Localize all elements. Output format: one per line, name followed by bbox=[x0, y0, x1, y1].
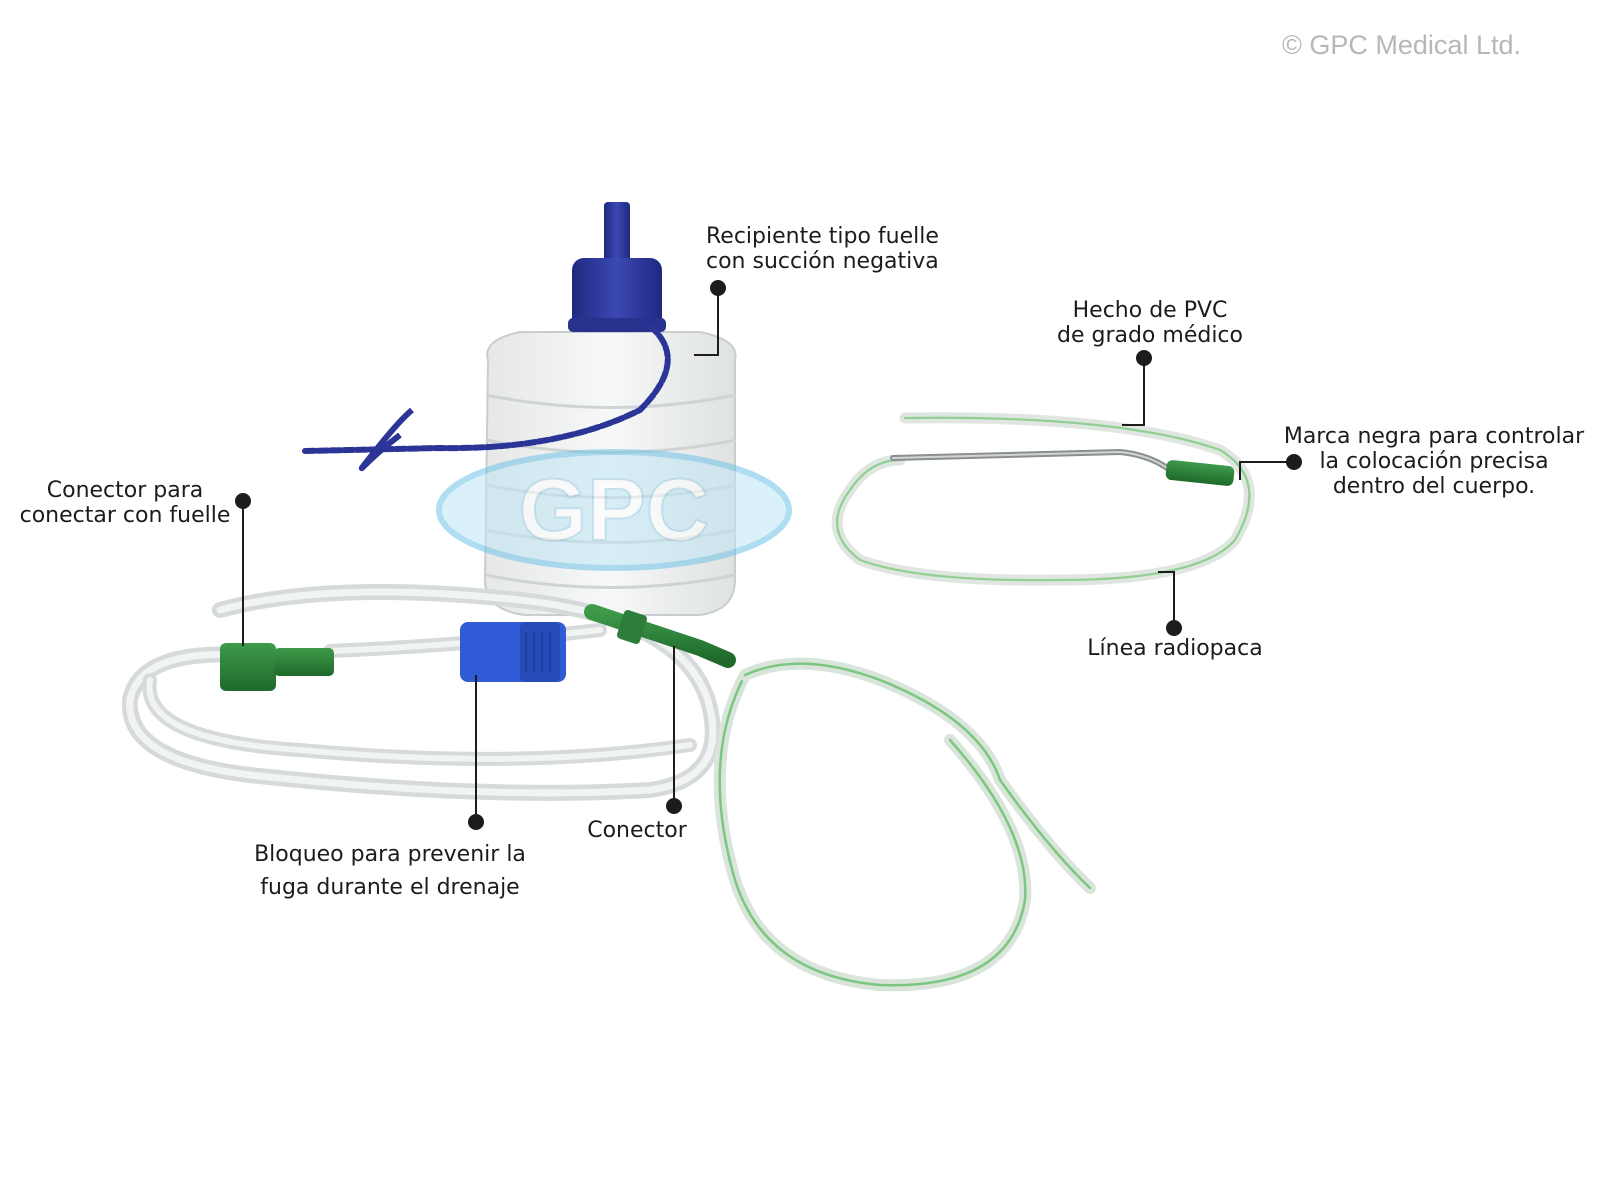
label-black-mark: Marca negra para controlar la colocación… bbox=[1270, 424, 1598, 499]
label-lock-line2: fuga durante el drenaje bbox=[260, 875, 520, 900]
dot-container bbox=[710, 280, 726, 296]
bellows-connector bbox=[220, 643, 334, 691]
label-radiopaque-line1: Línea radiopaca bbox=[1087, 636, 1263, 661]
label-bellows-connector-line2: conectar con fuelle bbox=[19, 503, 231, 528]
dot-bellows-connector bbox=[235, 493, 251, 509]
label-connector: Conector bbox=[582, 818, 692, 843]
trocar-catheter bbox=[831, 412, 1255, 586]
label-container-line2: con succión negativa bbox=[706, 249, 939, 274]
label-lock-line1: Bloqueo para prevenir la bbox=[254, 842, 526, 867]
label-pvc: Hecho de PVC de grado médico bbox=[1040, 298, 1260, 348]
label-connector-line1: Conector bbox=[587, 818, 687, 843]
label-black-mark-line3: dentro del cuerpo. bbox=[1332, 474, 1536, 499]
dot-lock bbox=[468, 814, 484, 830]
blue-clamp bbox=[460, 622, 566, 682]
drainage-catheter bbox=[713, 657, 1096, 992]
container-cap bbox=[568, 202, 666, 332]
dot-pvc bbox=[1136, 350, 1152, 366]
leader-dots bbox=[235, 280, 1302, 830]
green-connector bbox=[584, 604, 736, 668]
label-lock: Bloqueo para prevenir la fuga durante el… bbox=[240, 838, 540, 904]
label-black-mark-line1: Marca negra para controlar bbox=[1283, 424, 1585, 449]
label-radiopaque: Línea radiopaca bbox=[1070, 636, 1280, 661]
gpc-watermark: GPC bbox=[436, 449, 792, 571]
dot-black-mark bbox=[1286, 454, 1302, 470]
label-container: Recipiente tipo fuelle con succión negat… bbox=[706, 224, 939, 274]
dot-connector bbox=[666, 798, 682, 814]
dot-radiopaque bbox=[1166, 620, 1182, 636]
label-container-line1: Recipiente tipo fuelle bbox=[706, 224, 939, 249]
label-bellows-connector-line1: Conector para bbox=[46, 478, 204, 503]
watermark-text: GPC bbox=[519, 460, 710, 559]
label-pvc-line1: Hecho de PVC bbox=[1072, 298, 1228, 323]
label-black-mark-line2: la colocación precisa bbox=[1319, 449, 1549, 474]
black-mark-sleeve bbox=[1165, 460, 1235, 486]
leader-lines bbox=[242, 288, 1294, 822]
label-bellows-connector: Conector para conectar con fuelle bbox=[6, 478, 244, 528]
tether-loop bbox=[358, 407, 414, 472]
copyright-notice: © GPC Medical Ltd. bbox=[1282, 30, 1521, 60]
cap-tether-strap bbox=[302, 323, 671, 454]
label-pvc-line2: de grado médico bbox=[1056, 323, 1243, 348]
